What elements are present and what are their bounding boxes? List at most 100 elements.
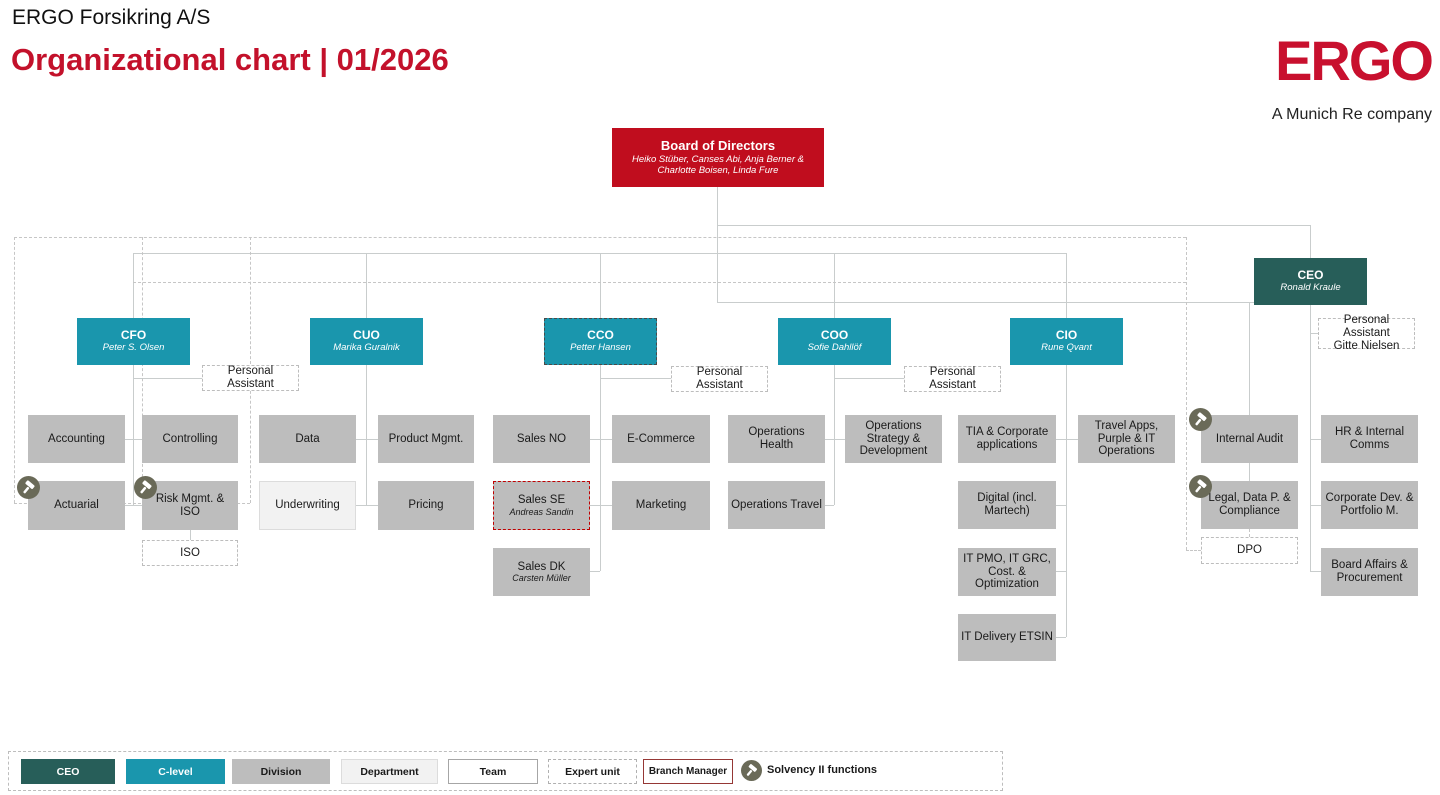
node-travel-apps-purple-it-operations: Travel Apps, Purple & IT Operations <box>1078 415 1175 463</box>
solvency-ii-icon <box>134 476 157 499</box>
dashed-connector <box>1186 237 1187 550</box>
node-board-affairs-procurement: Board Affairs & Procurement <box>1321 548 1418 596</box>
solvency-ii-icon <box>1189 408 1212 431</box>
connector <box>600 378 671 379</box>
legend-ceo: CEO <box>21 759 115 784</box>
node-internal-audit: Internal Audit <box>1201 415 1298 463</box>
node-personal-assistant-ceo: Personal Assistant Gitte Nielsen <box>1318 314 1415 352</box>
node-cio: CIO Rune Qvant <box>1010 318 1123 365</box>
legend-team: Team <box>448 759 538 784</box>
legend-department: Department <box>341 759 438 784</box>
solvency-ii-icon <box>17 476 40 499</box>
node-hr-internal-comms: HR & Internal Comms <box>1321 415 1418 463</box>
solvency-ii-icon <box>1189 475 1212 498</box>
node-personal-assistant-coo: Personal Assistant <box>904 366 1001 392</box>
connector <box>1310 571 1321 572</box>
node-cfo: CFO Peter S. Olsen <box>77 318 190 365</box>
node-corporate-dev-portfolio: Corporate Dev. & Portfolio M. <box>1321 481 1418 529</box>
connector <box>125 505 142 506</box>
node-marketing: Marketing <box>612 481 710 530</box>
node-data: Data <box>259 415 356 463</box>
connector <box>834 365 835 505</box>
node-dpo: DPO <box>1201 537 1298 564</box>
node-product-mgmt: Product Mgmt. <box>378 415 474 463</box>
connector <box>125 439 142 440</box>
connector <box>825 505 834 506</box>
connector <box>1056 571 1066 572</box>
node-accounting: Accounting <box>28 415 125 463</box>
connector <box>366 253 367 318</box>
node-it-pmo-grc: IT PMO, IT GRC, Cost. & Optimization <box>958 548 1056 596</box>
node-board-of-directors: Board of Directors Heiko Stüber, Canses … <box>612 128 824 187</box>
connector <box>834 378 904 379</box>
connector <box>356 439 378 440</box>
dashed-connector <box>14 503 250 504</box>
connector <box>133 378 202 379</box>
node-legal-data-compliance: Legal, Data P. & Compliance <box>1201 481 1298 529</box>
node-personal-assistant-cco: Personal Assistant <box>671 366 768 392</box>
connector <box>133 365 134 505</box>
legend-division: Division <box>232 759 330 784</box>
node-coo: COO Sofie Dahllöf <box>778 318 891 365</box>
node-it-delivery-etsin: IT Delivery ETSIN <box>958 614 1056 661</box>
node-operations-travel: Operations Travel <box>728 481 825 529</box>
connector <box>356 505 378 506</box>
node-underwriting: Underwriting <box>259 481 356 530</box>
dashed-connector <box>14 237 15 503</box>
connector <box>717 187 718 302</box>
node-e-commerce: E-Commerce <box>612 415 710 463</box>
connector <box>1310 225 1311 258</box>
node-tia-corporate-applications: TIA & Corporate applications <box>958 415 1056 463</box>
node-iso: ISO <box>142 540 238 566</box>
connector <box>1310 305 1311 571</box>
connector <box>600 253 601 318</box>
connector <box>1066 365 1067 637</box>
connector <box>1249 302 1250 481</box>
node-cco: CCO Petter Hansen <box>544 318 657 365</box>
legend-c-level: C-level <box>126 759 225 784</box>
brand-tagline: A Munich Re company <box>1271 106 1432 123</box>
node-digital-martech: Digital (incl. Martech) <box>958 481 1056 529</box>
node-risk-mgmt-iso: Risk Mgmt. & ISO <box>142 481 238 530</box>
node-ceo: CEO Ronald Kraule <box>1254 258 1367 305</box>
legend-frame <box>8 751 1003 791</box>
node-sales-no: Sales NO <box>493 415 590 463</box>
connector <box>825 439 845 440</box>
node-cuo: CUO Marika Guralnik <box>310 318 423 365</box>
solvency-ii-icon <box>741 760 762 781</box>
node-sales-se: Sales SE Andreas Sandin <box>493 481 590 530</box>
connector <box>1056 637 1066 638</box>
connector <box>1066 253 1067 318</box>
node-sales-dk: Sales DK Carsten Müller <box>493 548 590 596</box>
connector <box>1310 439 1321 440</box>
connector <box>1310 505 1321 506</box>
connector <box>190 529 191 540</box>
ergo-logo: ERGO <box>1275 29 1434 92</box>
dashed-connector <box>1249 529 1250 537</box>
connector <box>717 302 1254 303</box>
connector <box>1056 439 1078 440</box>
company-name: ERGO Forsikring A/S <box>12 6 211 29</box>
dashed-connector <box>1186 550 1201 551</box>
connector <box>590 571 600 572</box>
connector <box>133 253 134 318</box>
connector <box>133 253 1066 254</box>
connector <box>366 365 367 505</box>
connector <box>1056 505 1066 506</box>
legend-solvency-label: Solvency II functions <box>767 764 878 776</box>
legend-branch-manager: Branch Manager <box>643 759 733 784</box>
connector <box>1310 333 1318 334</box>
connector <box>590 505 612 506</box>
connector <box>717 225 1310 226</box>
legend-expert-unit: Expert unit <box>548 759 637 784</box>
connector <box>600 365 601 571</box>
page-title: Organizational chart | 01/2026 <box>11 42 449 77</box>
node-controlling: Controlling <box>142 415 238 463</box>
node-personal-assistant-cfo: Personal Assistant <box>202 365 299 391</box>
node-operations-strategy-development: Operations Strategy & Development <box>845 415 942 463</box>
node-operations-health: Operations Health <box>728 415 825 463</box>
dashed-connector <box>14 237 1186 238</box>
node-actuarial: Actuarial <box>28 481 125 530</box>
node-pricing: Pricing <box>378 481 474 530</box>
